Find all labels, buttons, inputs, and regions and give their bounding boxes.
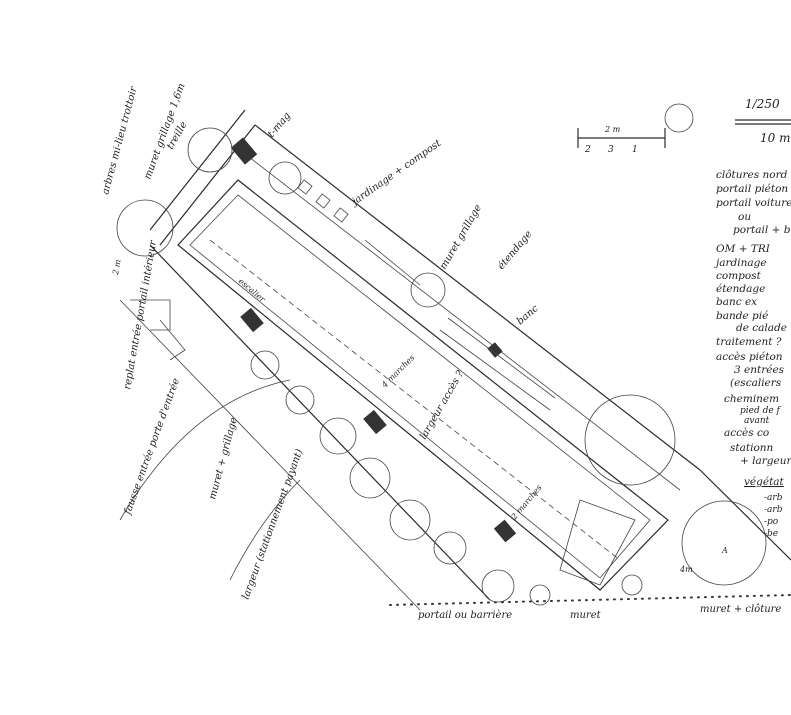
legend-item: végétat [744,476,785,488]
legend-item: traitement ? [716,336,782,348]
legend-item: étendage [716,283,765,295]
legend-item: (escaliers [730,377,782,389]
trees [116,103,767,606]
label-banc: banc [515,303,541,327]
legend-item: stationn [730,442,774,454]
legend-item: jardinage [714,257,767,269]
legend-item: compost [716,270,762,282]
scale-tick: 1 [632,145,638,155]
scale-tick: 3 [608,145,614,155]
label-trees-sidewalk: arbres mi-lieu trottoir [100,85,140,196]
legend-item: portail voiture [716,197,791,209]
label-4-marches: 4 marches [379,353,416,390]
label-largeur-stationnement: largeur (stationnement payant) [240,448,305,601]
label-4m: 4m [679,565,693,574]
label-etendage: étendage [496,229,535,272]
legend-item: avant [744,416,770,426]
site-boundary [119,109,791,611]
legend-item: banc ex [716,296,757,308]
legend-item: pied de f [740,406,782,416]
label-2-marches: 2 marches [509,483,544,522]
label-muret-grillage-low: muret + grillage [207,416,239,500]
legend-item: 3 entrées [734,364,785,376]
legend-item: de calade [736,322,787,334]
label-muret-cloture: muret + clôture [700,604,781,615]
legend: clôtures nord portail piéton portail voi… [714,169,791,539]
legend-item: -arb [764,505,783,515]
legend-item: accès piéton [716,351,783,363]
small-scale-label: 2 m [604,125,621,134]
legend-item: ou [738,211,751,223]
label-2m: 2 m [111,258,123,276]
stairs [230,137,517,543]
legend-item: portail piéton [716,183,788,195]
tree-mark: A [721,546,728,555]
label-muret: muret [570,610,602,621]
legend-item: -po [764,517,779,527]
label-t-mag: t-mag [266,110,293,139]
legend-item: clôtures nord [716,169,788,181]
label-fausse-entree: fausse entrée porte d'entrée [122,377,182,517]
legend-item: portail + bu [733,224,791,236]
scale-bar [577,119,791,148]
building-outline [177,179,669,591]
legend-item: -be [764,529,778,539]
scale-length: 10 m [760,131,790,145]
label-largeur-acces: largeur accès ? [418,368,467,441]
legend-item: accès co [724,427,769,439]
scale-ratio: 1/250 [745,97,780,111]
legend-item: + largeur [740,455,791,467]
site-features [119,179,556,581]
legend-item: -arb [764,493,783,503]
label-escalier: escalier [237,277,268,305]
label-jardinage-compost: jardinage + compost [349,137,444,208]
label-muret-grillage: muret grillage [438,203,484,272]
legend-item: OM + TRI [716,243,771,255]
label-portail-barriere: portail ou barrière [418,610,512,621]
legend-item: cheminem [724,393,779,405]
label-replat: replat entrée portail intérieur [122,239,159,391]
scale-tick: 2 [584,145,591,155]
legend-item: bande pié [716,310,768,322]
drawing-annotations: arbres mi-lieu trottoir muret grillage 1… [100,82,781,621]
